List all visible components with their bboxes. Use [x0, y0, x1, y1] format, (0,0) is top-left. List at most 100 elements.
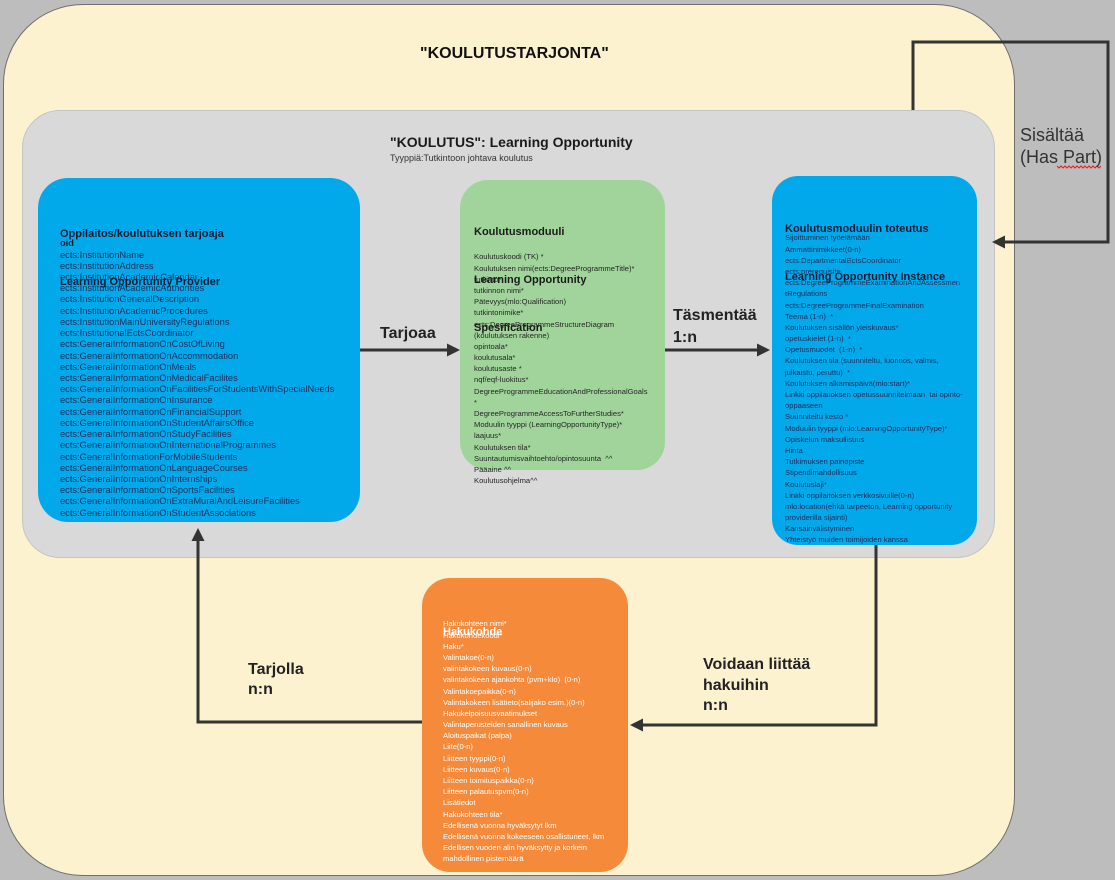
hakukohde-attribute: Liite(0-n) — [443, 742, 473, 752]
provider-attribute: ects:InstitutionAcademicCalendar — [60, 272, 198, 283]
diagram-title: "KOULUTUSTARJONTA" — [420, 45, 609, 62]
specification-attribute: DegreeProgrammeEducationAndProfessionalG… — [474, 386, 648, 396]
hakukohde-attribute: Liitteen toimituspaikka(0-n) — [443, 776, 534, 786]
hakukohde-attribute: Haku* — [443, 641, 464, 651]
specification-attribute: tutkinnon nimi* — [474, 285, 524, 295]
hakukohde-attribute: Hakukohteen tila* — [443, 809, 503, 819]
instance-attribute: tRegulations — [785, 289, 828, 299]
instance-attribute: oppaaseen — [785, 401, 823, 411]
instance-attribute: ects:DegreeProgrammeFinalExamination — [785, 300, 924, 310]
instance-attribute: providerilla sijainti) — [785, 513, 848, 523]
instance-attribute: Suunniteltu kesto * — [785, 412, 849, 422]
hakukohde-attribute: valintakokeen kuvaus(0-n) — [443, 664, 532, 674]
instance-attribute: Opetusmuodot (1-n) * — [785, 345, 863, 355]
hakukohde-attribute: Valintakokeen lisätieto(salijako esim.)(… — [443, 697, 585, 707]
specification-attribute: opintoala* — [474, 341, 508, 351]
provider-attribute: ects:GeneralInformationOnFacilitiesForSt… — [60, 384, 335, 395]
hakukohde-attribute: Edellisenä vuonna hyväksytyt lkm — [443, 820, 557, 830]
instance-attribute: ects:DegreeProgrammeExaminationAndAssess… — [785, 278, 961, 288]
hakukohde-attribute: Hakukohdekoodi* — [443, 630, 503, 640]
specification-attribute: tutkinto* — [474, 274, 502, 284]
instance-attribute: Koulutuksen sisällön yleiskuvaus* — [785, 322, 899, 332]
provider-attribute: ects:GeneralInformationForMobileStudents — [60, 451, 238, 462]
hakukohde-title-line: Hakukohde — [443, 626, 503, 638]
specification-attribute-list: Koulutuskoodi (TK) *Koulutuksen nimi(ect… — [474, 251, 648, 486]
specification-attribute: Pääaine ^^ — [474, 464, 512, 474]
specification-attribute: ects:DegreeProgrammeStructureDiagram — [474, 319, 615, 329]
specification-title-line: Koulutusmoduuli — [474, 226, 565, 238]
label-has-part-english: (Has Part) — [1020, 147, 1103, 167]
specification-attribute: * — [474, 397, 477, 407]
provider-attribute: ects:GeneralInformationOnSportsFacilitie… — [60, 485, 235, 496]
learning-opportunity-subtitle: Tyyppiä:Tutkintoon johtava koulutus — [390, 153, 533, 163]
instance-attribute: Stipendimahdollisuus — [785, 468, 857, 478]
provider-attribute: ects:GeneralInformationOnMedicalFacilite… — [60, 373, 238, 384]
provider-attribute: ects:GeneralInformationOnInsurance — [60, 395, 213, 406]
provider-key: oid — [60, 238, 74, 249]
hakukohde-attribute: mahdollinen pistemäärä — [443, 854, 524, 864]
specification-attribute: Koulutuskoodi (TK) * — [474, 252, 544, 262]
hakukohde-attribute: Valintakoepaikka(0-n) — [443, 686, 516, 696]
provider-attribute: ects:GeneralInformationOnFinancialSuppor… — [60, 406, 242, 417]
instance-attribute: Yhteistyö muiden toimijoiden kanssa — [785, 535, 908, 545]
specification-attribute: Pätevyys(mlo:Qualification) — [474, 297, 567, 307]
provider-attribute: ects:GeneralInformationOnStudyFacilities — [60, 429, 232, 440]
specification-attribute: nqf/eqf-luokitus* — [474, 375, 529, 385]
provider-title-line: Learning Opportunity Provider — [60, 276, 221, 288]
hakukohde-attribute: Aloituspaikat (palpa) — [443, 731, 512, 741]
specification-attribute: Suuntautumisvaihtoehto/opintosuunta ^^ — [474, 453, 613, 463]
instance-attribute: Teema (1-n) * — [785, 311, 834, 321]
hakukohde-attribute: Valintakoe(0-n) — [443, 652, 494, 662]
provider-attribute: ects:InstitutionAcademicProcedures — [60, 305, 208, 316]
instance-attribute: Ammattinimikkeet(0-n) — [785, 244, 861, 254]
provider-attribute: ects:InstitutionGeneralDescription — [60, 294, 200, 305]
hakukohde-attribute: Edellisen vuoden alin hyväksytty ja kork… — [443, 843, 587, 853]
specification-title-line: Learning Opportunity — [474, 274, 587, 286]
instance-attribute: Koulutuslaji* — [785, 479, 827, 489]
instance-attribute: Hinta — [785, 445, 803, 455]
instance-attribute: Linkki oppilaitoksen verkkosivuille(0-n) — [785, 490, 915, 500]
provider-attribute: ects:InstitutionAddress — [60, 260, 154, 271]
provider-attribute: ects:GeneralInformationOnInternships — [60, 473, 218, 484]
instance-attribute: julkaistu, peruttu) * — [785, 367, 850, 377]
hakukohde-attribute: Edellisenä vuonna kokeeseen osallistunee… — [443, 831, 605, 841]
specification-attribute: Koulutuksen tila* — [474, 442, 531, 452]
provider-title-line: Oppilaitos/koulutuksen tarjoaja — [60, 228, 224, 240]
hakukohde-attribute: Hakukohteen nimi* — [443, 619, 507, 629]
provider-attribute: ects:InstitutionalEctsCoordinator — [60, 328, 194, 339]
provider-attribute: ects:GeneralInformationOnAccommodation — [60, 350, 239, 361]
provider-attribute: ects:InstitutionName — [60, 249, 145, 260]
label-attachable-cardinality: n:n — [703, 697, 728, 714]
hakukohde-attribute: Lisätiedot — [443, 798, 476, 808]
label-offers: Tarjoaa — [380, 325, 436, 342]
provider-attribute: ects:GeneralInformationOnInternationalPr… — [60, 440, 276, 451]
instance-attribute: mlo:location(ehkä tarpeeton, Learning op… — [785, 501, 953, 511]
instance-attribute: Koulutuksen alkamispäivä(mlo:start)* — [785, 378, 910, 388]
specification-attribute: koulutusaste * — [474, 364, 522, 374]
provider-title: Oppilaitos/koulutuksen tarjoaja Learning… — [60, 194, 224, 322]
specification-attribute: (koulutuksen rakenne) — [474, 330, 550, 340]
hakukohde-title: Hakukohde — [443, 592, 502, 672]
instance-attribute: Moduulin tyyppi (mlo:LearningOpportunity… — [785, 423, 948, 433]
hakukohde-box: Hakukohde Hakukohteen nimi*Hakukohdekood… — [422, 578, 628, 872]
instance-attribute: Opiskelun maksullisuus — [785, 434, 865, 444]
hakukohde-attribute-list: Hakukohteen nimi*Hakukohdekoodi*Haku*Val… — [443, 618, 604, 864]
hakukohde-attribute: Liitteen kuvaus(0-n) — [443, 764, 510, 774]
provider-attribute: ects:InstitutionMainUniversityRegulation… — [60, 316, 230, 327]
label-attachable-line2: hakuihin — [703, 677, 769, 694]
label-attachable: Voidaan liittää — [703, 656, 811, 673]
specification-title: Koulutusmoduuli Learning Opportunity Spe… — [474, 192, 586, 368]
provider-attribute: ects:GeneralInformationOnStudentAssociat… — [60, 507, 256, 518]
instance-attribute: ects:DepartmentalEctsCoordinator — [785, 255, 902, 265]
instance-attribute: Sijoittuminen työelämään — [785, 233, 870, 243]
provider-attribute: ects:GeneralInformationOnCostOfLiving — [60, 339, 225, 350]
instance-attribute: ects:prerequisite — [785, 266, 841, 276]
instance-attribute: Tutkimuksen painopiste — [785, 457, 865, 467]
instance-attribute: opetuskielet (1-n) * — [785, 334, 851, 344]
label-available: Tarjolla — [248, 661, 304, 678]
label-specifies: Täsmentää — [673, 307, 757, 324]
specification-attribute: laajuus* — [474, 431, 502, 441]
